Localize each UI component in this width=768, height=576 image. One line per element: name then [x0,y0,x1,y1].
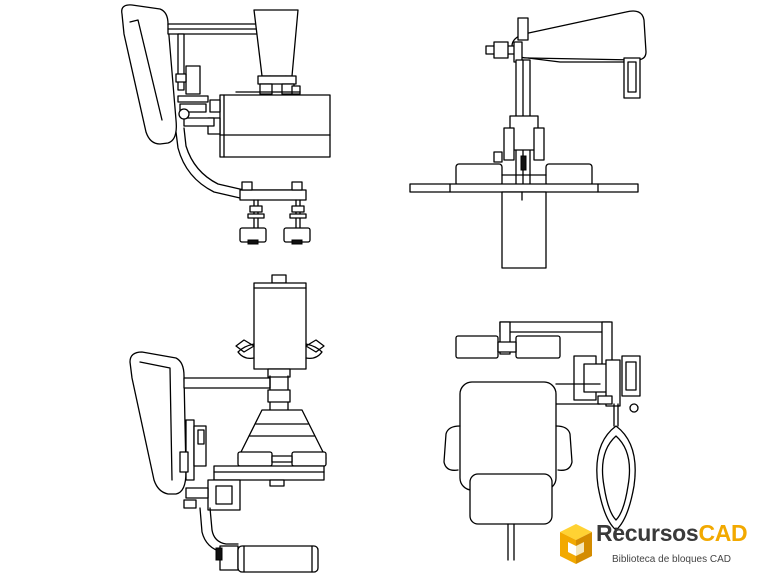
foot-roller [238,546,318,572]
logo-word-part1: Recursos [596,520,699,546]
frame-tube [176,132,300,198]
weight-block [220,95,330,157]
isometric-cube-icon [560,524,592,564]
logo-wordmark: RecursosCAD [596,520,748,546]
pad-right [516,336,560,358]
back-pad [122,5,177,144]
pad-left [456,336,498,358]
logo-tagline: Biblioteca de bloques CAD [612,554,731,565]
seat-back-top [470,474,552,524]
logo-word-part2: CAD [698,520,748,546]
recursoscad-logo: RecursosCAD Biblioteca de bloques CAD [556,516,768,574]
weight-stack [502,192,546,268]
